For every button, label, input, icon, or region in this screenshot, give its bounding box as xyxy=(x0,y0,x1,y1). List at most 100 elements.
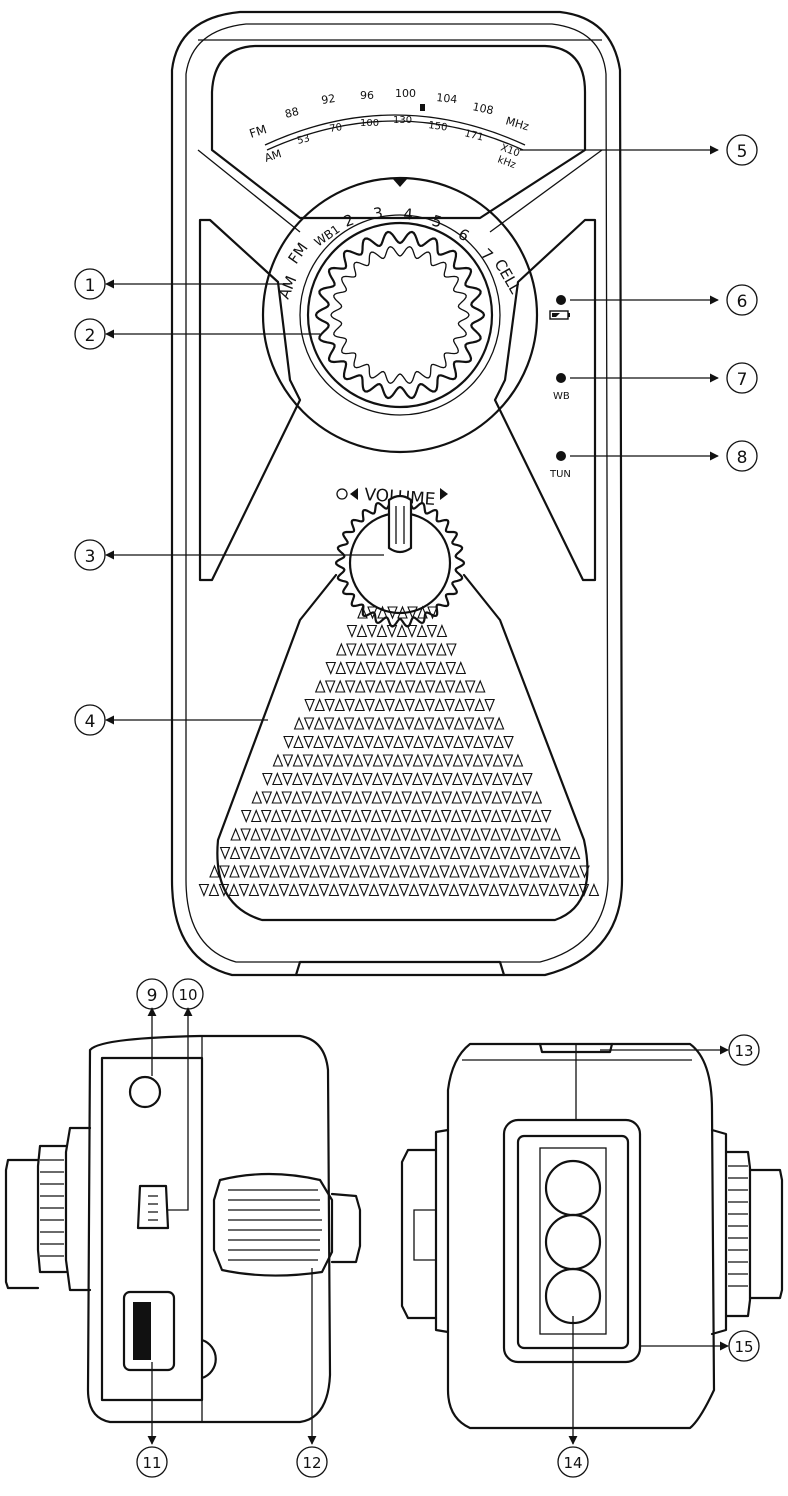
speaker-hole xyxy=(403,735,414,749)
dial-am-label: AM xyxy=(263,147,283,165)
mini-usb-port[interactable] xyxy=(136,1184,170,1230)
speaker-hole xyxy=(508,883,520,897)
speaker-hole xyxy=(512,772,523,786)
volume-up-icon xyxy=(440,488,448,500)
speaker-hole xyxy=(383,717,395,731)
speaker-hole xyxy=(258,883,270,897)
dial-fm-label: FM xyxy=(248,122,269,141)
speaker-hole xyxy=(469,846,481,860)
callout-14: 14 xyxy=(557,1446,589,1478)
speaker-hole xyxy=(289,846,301,860)
speaker-hole xyxy=(412,772,423,786)
speaker-hole xyxy=(392,772,403,786)
speaker-hole xyxy=(423,735,434,749)
speaker-hole xyxy=(452,772,463,786)
speaker-hole xyxy=(443,735,454,749)
speaker-hole xyxy=(470,809,482,823)
speaker-hole xyxy=(309,864,320,878)
tun-led-label: TUN xyxy=(549,469,571,480)
speaker-hole xyxy=(293,735,304,749)
speaker-hole xyxy=(522,772,533,786)
speaker-hole xyxy=(336,642,347,656)
back-right-bracket xyxy=(710,1128,728,1336)
speaker-hole xyxy=(319,846,331,860)
speaker-hole xyxy=(362,754,374,768)
speaker-hole xyxy=(442,772,453,786)
speaker-hole xyxy=(453,735,464,749)
speaker-hole xyxy=(299,846,311,860)
dial-fm-tick: 104 xyxy=(436,91,458,106)
speaker-hole xyxy=(415,661,427,675)
speaker-hole xyxy=(332,753,344,767)
band-label: 2 xyxy=(341,211,356,231)
tuning-knob[interactable] xyxy=(314,230,486,400)
speaker-hole xyxy=(250,827,261,841)
band-label: 5 xyxy=(430,212,444,232)
speaker-hole xyxy=(474,698,485,712)
speaker-hole xyxy=(460,828,471,842)
battery-led xyxy=(556,295,566,305)
speaker-hole xyxy=(218,883,230,897)
speaker-hole xyxy=(270,809,282,823)
crank-knob[interactable] xyxy=(212,1172,334,1277)
volume-knob-grip[interactable] xyxy=(387,494,413,554)
speaker-hole xyxy=(219,846,231,860)
speaker-hole xyxy=(430,809,442,823)
top-button[interactable] xyxy=(538,1042,614,1054)
back-left-clip-slot xyxy=(413,1209,437,1261)
speaker-hole xyxy=(381,791,393,805)
band-label: 3 xyxy=(372,204,384,223)
dial-am-tick: 53 xyxy=(296,133,311,147)
speaker-hole xyxy=(402,772,413,786)
speaker-hole xyxy=(369,864,380,878)
speaker-hole xyxy=(349,864,360,878)
speaker-hole xyxy=(380,809,392,823)
speaker-hole xyxy=(440,809,452,823)
speaker-hole xyxy=(410,827,421,841)
speaker-hole xyxy=(333,735,344,749)
speaker-hole xyxy=(380,828,391,842)
speaker-hole xyxy=(488,883,500,897)
volume-knob[interactable] xyxy=(334,498,466,628)
back-left-bracket xyxy=(434,1128,450,1334)
band-ring-outer xyxy=(261,176,539,454)
callout-leaders xyxy=(105,145,729,1445)
usb-a-port[interactable] xyxy=(133,1302,151,1360)
speaker-hole xyxy=(434,679,446,693)
speaker-hole xyxy=(529,864,540,878)
speaker-hole xyxy=(539,846,551,860)
speaker-hole xyxy=(469,864,480,878)
speaker-hole xyxy=(444,680,456,694)
speaker-hole xyxy=(460,809,472,823)
speaker-hole xyxy=(239,846,251,860)
speaker-hole xyxy=(520,809,532,823)
speaker-hole xyxy=(323,717,335,731)
speaker-hole xyxy=(502,772,513,786)
svg-text:9: 9 xyxy=(147,986,158,1006)
speaker-hole xyxy=(421,791,433,805)
speaker-hole xyxy=(558,883,570,897)
speaker-hole xyxy=(479,865,490,879)
speaker-hole xyxy=(343,735,354,749)
speaker-hole xyxy=(365,661,377,675)
speaker-hole xyxy=(392,753,404,767)
speaker-hole xyxy=(450,809,462,823)
speaker-hole xyxy=(434,698,445,712)
band-label: CELL xyxy=(491,256,525,297)
speaker-hole xyxy=(283,735,294,749)
speaker-hole xyxy=(462,772,473,786)
speaker-hole xyxy=(410,809,422,823)
speaker-hole xyxy=(367,606,378,620)
speaker-hole xyxy=(399,846,411,860)
speaker-hole xyxy=(394,679,406,693)
speaker-hole xyxy=(240,809,252,823)
headphone-jack[interactable] xyxy=(128,1075,162,1109)
speaker-hole xyxy=(373,716,385,730)
speaker-hole xyxy=(353,735,364,749)
speaker-hole xyxy=(360,828,371,842)
speaker-hole xyxy=(446,643,457,657)
speaker-hole xyxy=(272,753,284,767)
speaker-hole xyxy=(238,883,250,897)
speaker-hole xyxy=(302,754,314,768)
dial-scale-arc-inner xyxy=(266,120,524,151)
